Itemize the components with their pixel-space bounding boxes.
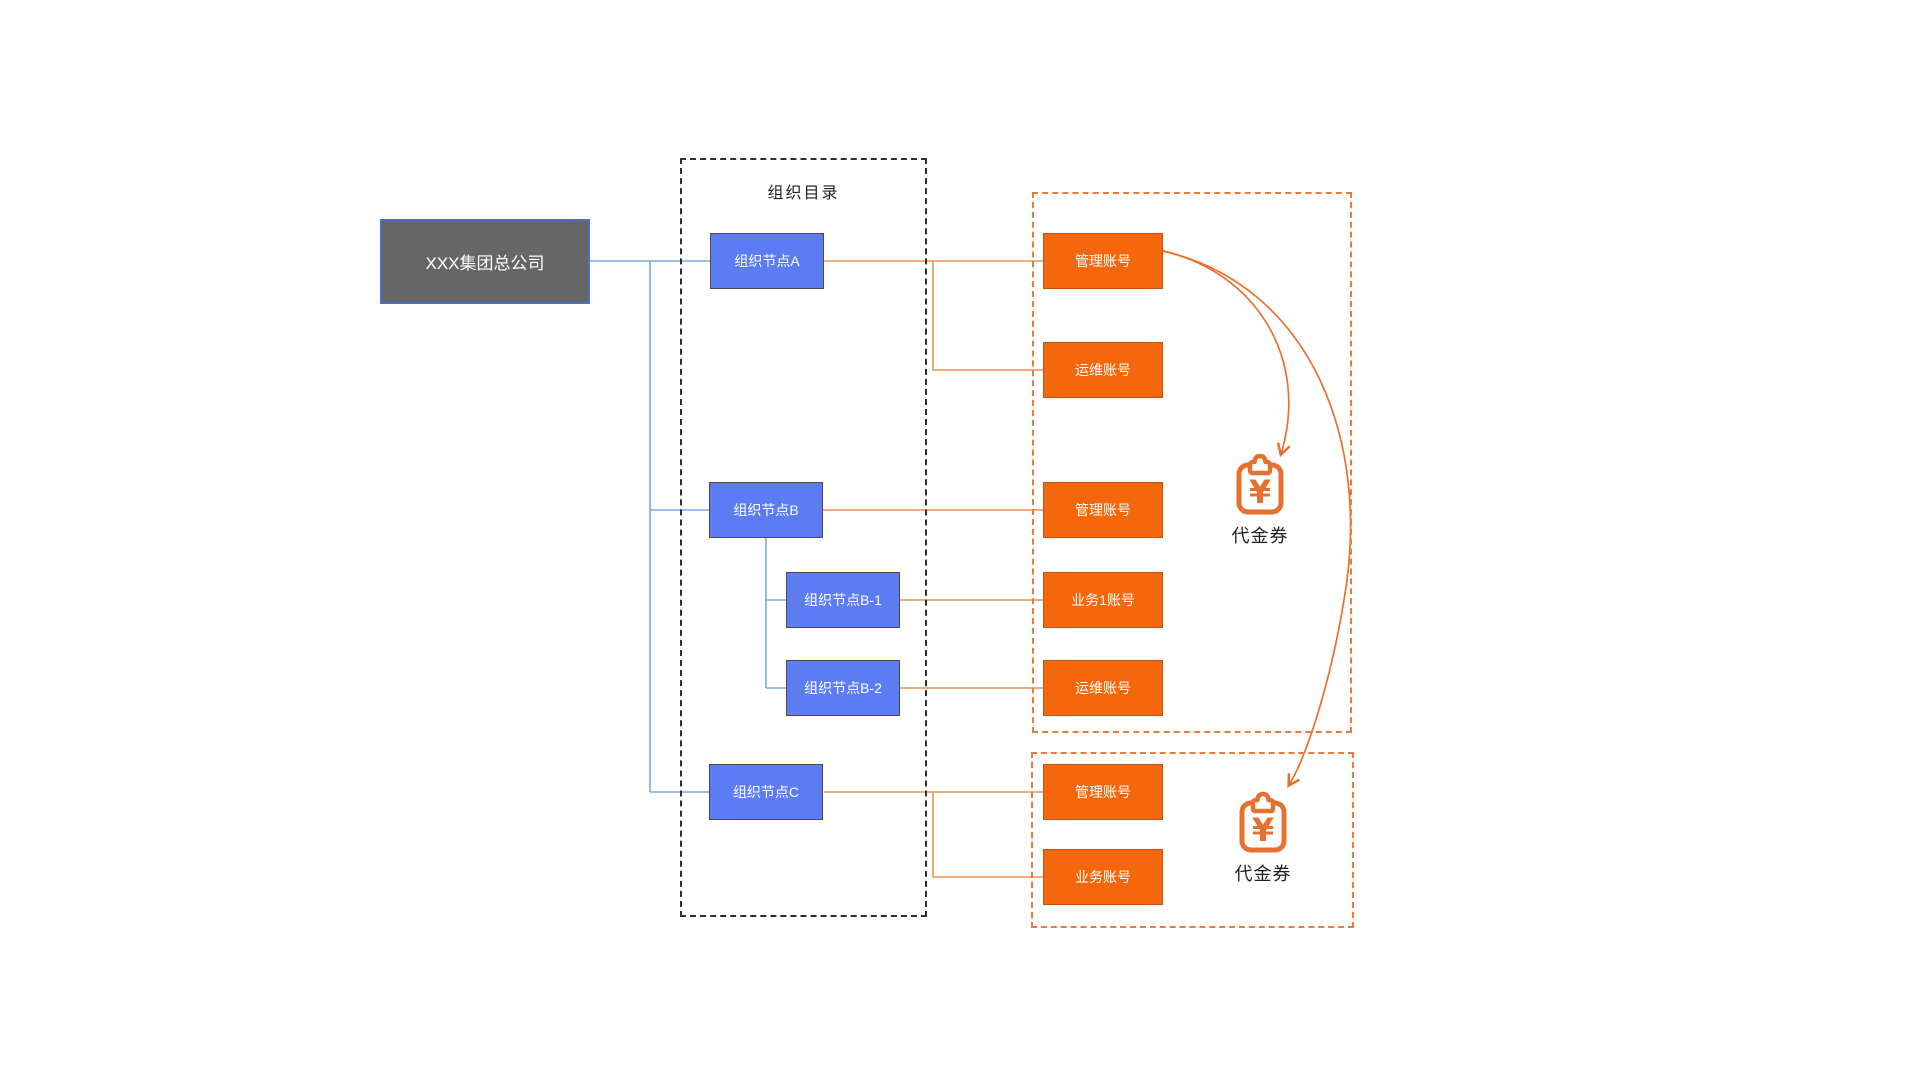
node-org-C: 组织节点C: [709, 764, 823, 820]
account-biz-C-label: 业务账号: [1075, 869, 1131, 885]
account-ops-B2-label: 运维账号: [1075, 680, 1131, 696]
voucher-1: ¥ 代金券: [1208, 452, 1312, 548]
voucher-2-label: 代金券: [1234, 864, 1292, 884]
account-container-group2: [1031, 752, 1354, 928]
node-org-B-label: 组织节点B: [733, 502, 799, 518]
voucher-icon: ¥: [1239, 791, 1287, 853]
wire-nodeA-ops-elbow: [932, 261, 1043, 371]
yuan-symbol: ¥: [1252, 811, 1274, 849]
account-admin-B: 管理账号: [1043, 482, 1163, 538]
account-admin-C: 管理账号: [1043, 764, 1163, 820]
node-org-A-label: 组织节点A: [734, 253, 800, 269]
curve-admin-to-voucher1: [1162, 250, 1291, 458]
org-directory-container: 组织目录: [680, 158, 927, 917]
node-root-label: XXX集团总公司: [425, 254, 545, 273]
node-org-B1: 组织节点B-1: [786, 572, 900, 628]
account-admin-C-label: 管理账号: [1075, 784, 1131, 800]
node-org-B1-label: 组织节点B-1: [804, 592, 882, 608]
yuan-symbol: ¥: [1249, 473, 1271, 511]
account-biz1-B1-label: 业务1账号: [1071, 592, 1135, 608]
account-ops-B2: 运维账号: [1043, 660, 1163, 716]
account-admin-B-label: 管理账号: [1075, 502, 1131, 518]
voucher-2: ¥ 代金券: [1211, 790, 1315, 886]
voucher-icon: ¥: [1236, 453, 1284, 515]
account-biz-C: 业务账号: [1043, 849, 1163, 905]
node-org-A: 组织节点A: [710, 233, 824, 289]
node-org-C-label: 组织节点C: [732, 784, 800, 800]
account-ops-A: 运维账号: [1043, 342, 1163, 398]
wire-nodeC-biz-elbow: [932, 792, 1043, 878]
voucher-1-label: 代金券: [1231, 526, 1289, 546]
org-directory-title: 组织目录: [767, 185, 840, 202]
account-biz1-B1: 业务1账号: [1043, 572, 1163, 628]
account-container-group1: [1032, 192, 1352, 733]
account-admin-A: 管理账号: [1043, 233, 1163, 289]
account-admin-A-label: 管理账号: [1075, 253, 1131, 269]
account-ops-A-label: 运维账号: [1075, 362, 1131, 378]
node-org-B: 组织节点B: [709, 482, 823, 538]
node-org-B2: 组织节点B-2: [786, 660, 900, 716]
node-root-company: XXX集团总公司: [380, 219, 590, 304]
node-org-B2-label: 组织节点B-2: [804, 680, 882, 696]
